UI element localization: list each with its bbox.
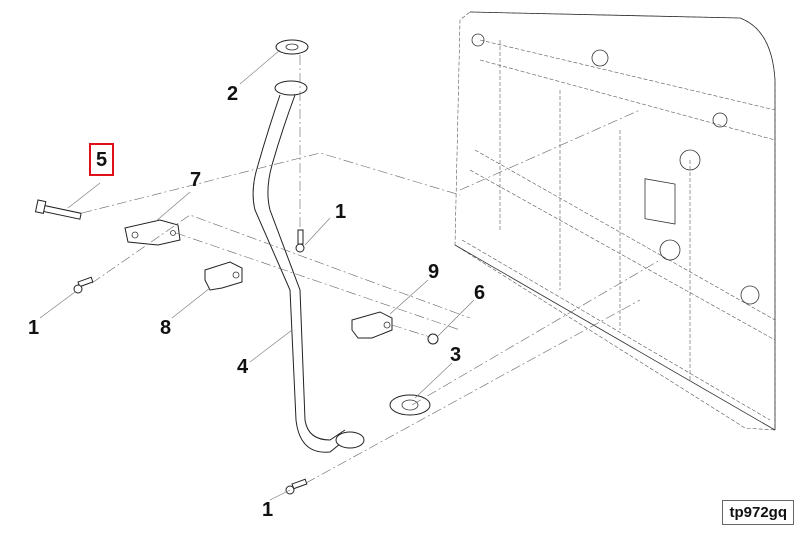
callout-9[interactable]: 9 [428, 261, 440, 283]
callout-5[interactable]: 5 [89, 143, 115, 176]
callout-4[interactable]: 4 [237, 356, 249, 378]
callout-2[interactable]: 2 [227, 83, 239, 105]
callout-7[interactable]: 7 [190, 169, 202, 191]
oil-pipe [252, 80, 365, 453]
bolt-1-middle [295, 229, 305, 253]
nut-6 [427, 333, 439, 345]
bracket-8 [204, 261, 243, 291]
callout-1-left[interactable]: 1 [28, 317, 40, 339]
bracket-7 [124, 219, 181, 246]
bolt-1-left [73, 276, 94, 294]
bolt-1-bottom [285, 478, 308, 495]
assembly-center-lines [81, 55, 661, 484]
bolt-5 [34, 199, 82, 220]
callout-1-middle[interactable]: 1 [335, 201, 347, 223]
callout-8[interactable]: 8 [160, 317, 172, 339]
callout-6[interactable]: 6 [474, 282, 486, 304]
callout-3[interactable]: 3 [450, 344, 462, 366]
engine-block [454, 11, 776, 431]
gasket-2 [275, 39, 309, 55]
diagram-reference-code: tp972gq [722, 500, 794, 525]
bracket-9 [351, 311, 393, 339]
leader-lines [39, 49, 475, 501]
callout-1-bottom[interactable]: 1 [262, 499, 274, 521]
